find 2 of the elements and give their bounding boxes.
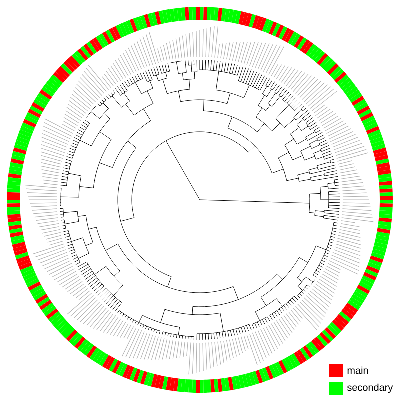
legend-label: main	[348, 366, 368, 374]
legend-label: secondary	[347, 384, 394, 394]
